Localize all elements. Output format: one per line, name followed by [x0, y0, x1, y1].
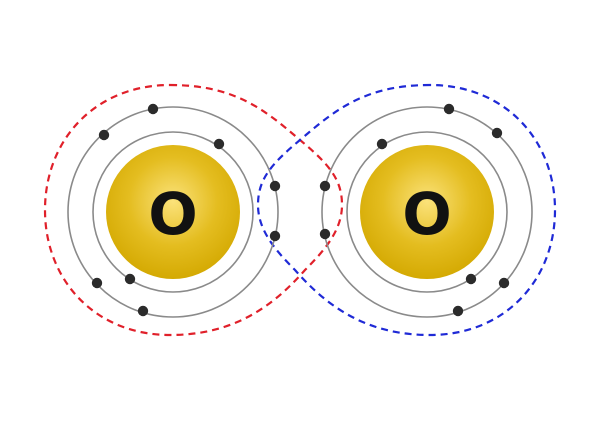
right-outer-electron [498, 277, 510, 289]
left-outer-electron [91, 277, 103, 289]
left-outer-electron [269, 180, 281, 192]
right-outer-shell [321, 106, 533, 318]
left-inner-shell [92, 131, 254, 293]
right-inner-electron [376, 138, 388, 150]
left-outer-electron [137, 305, 149, 317]
right-inner-electron [465, 273, 477, 285]
right-outer-electron [452, 305, 464, 317]
left-inner-electron [124, 273, 136, 285]
left-outer-electron [269, 230, 281, 242]
left-outer-electron [98, 129, 110, 141]
right-outer-electron [491, 127, 503, 139]
right-atom-symbol: O [402, 180, 451, 248]
right-outer-electron [319, 228, 331, 240]
left-oxygen-atom: O [67, 103, 281, 318]
left-nucleus [106, 145, 240, 279]
right-nucleus [360, 145, 494, 279]
left-outer-electron [147, 103, 159, 115]
right-oxygen-atom: O [319, 103, 533, 318]
right-inner-shell [346, 131, 508, 293]
right-outer-electron [319, 180, 331, 192]
right-atom-valence-boundary [256, 83, 557, 337]
left-inner-electron [213, 138, 225, 150]
right-outer-electron [443, 103, 455, 115]
left-atom-symbol: O [148, 180, 197, 248]
left-outer-shell [67, 106, 279, 318]
